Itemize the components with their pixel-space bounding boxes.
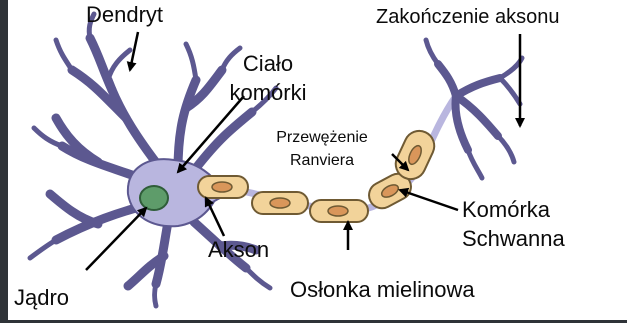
schwann-cell-2 xyxy=(252,192,308,214)
schwann-cell-1 xyxy=(198,176,248,198)
label-schwann-line2: Schwanna xyxy=(462,227,565,250)
label-schwann-line1: Komórka xyxy=(462,198,565,221)
label-node-ranvier-line1: Przewężenie xyxy=(256,130,388,147)
label-axon: Akson xyxy=(208,238,269,261)
label-schwann-cell: Komórka Schwanna xyxy=(462,198,565,250)
label-cell-body: Ciało komórki xyxy=(226,52,310,104)
diagram-frame: Dendryt Zakończenie aksonu Ciało komórki… xyxy=(8,0,627,320)
schwann-cell-3 xyxy=(310,200,368,222)
label-node-ranvier-line2: Ranviera xyxy=(256,153,388,170)
label-node-ranvier: Przewężenie Ranviera xyxy=(256,130,388,170)
label-cell-body-line1: Ciało xyxy=(226,52,310,75)
label-myelin-sheath: Osłonka mielinowa xyxy=(290,278,475,301)
label-cell-body-line2: komórki xyxy=(226,81,310,104)
arrow-schwann xyxy=(400,190,458,210)
label-axon-terminal: Zakończenie aksonu xyxy=(376,7,559,28)
label-nucleus: Jądro xyxy=(14,286,69,309)
label-dendrite: Dendryt xyxy=(86,3,163,26)
nucleus xyxy=(140,186,168,210)
axon-terminal-branches xyxy=(426,40,522,178)
